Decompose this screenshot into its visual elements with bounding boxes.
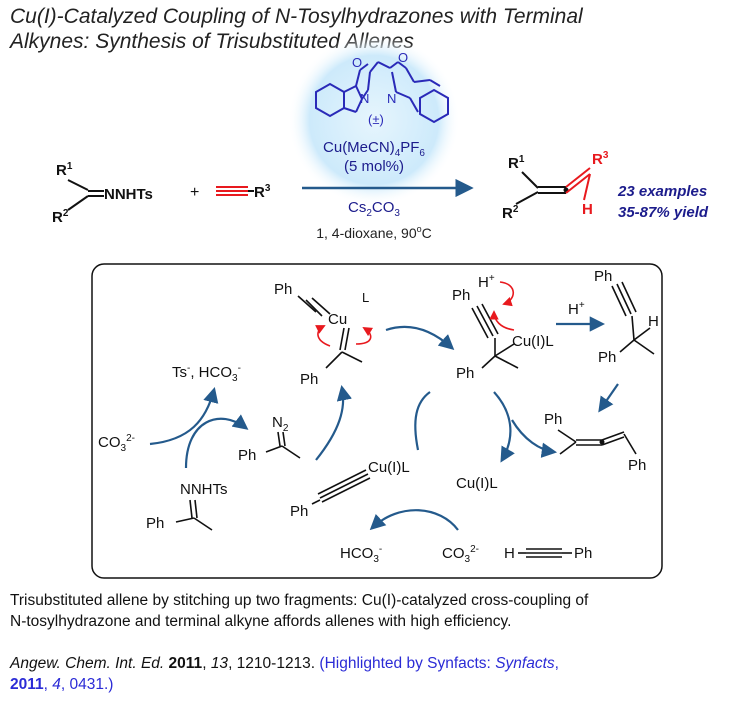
mech-hydrazone-ph: Ph — [146, 515, 164, 532]
svg-text:L: L — [362, 290, 369, 305]
svg-text:Ph: Ph — [274, 281, 292, 298]
citation-journal: Angew. Chem. Int. Ed. — [10, 655, 165, 672]
citation-year: 2011 — [168, 655, 203, 672]
arrow-cycle-right — [493, 391, 515, 463]
page-title: Cu(I)-Catalyzed Coupling of N-Tosylhydra… — [10, 4, 750, 54]
description-line-1: Trisubstituted allene by stitching up tw… — [10, 592, 589, 609]
mech-hydrazone-nnhts: NNHTs — [180, 481, 228, 498]
svg-text:H: H — [504, 545, 515, 562]
alkyne-product: Ph H Ph — [594, 268, 659, 366]
svg-text:N2: N2 — [272, 414, 289, 434]
title-line-1: Cu(I)-Catalyzed Coupling of N-Tosylhydra… — [10, 5, 583, 28]
svg-text:Cu(I)L: Cu(I)L — [368, 459, 410, 476]
terminal-alkyne: R3 — [216, 183, 271, 201]
citation-volume: 13 — [210, 655, 229, 672]
h-plus-label: H+ — [568, 300, 585, 318]
plus-sign: + — [190, 184, 199, 201]
svg-text:Ph: Ph — [628, 457, 646, 474]
arrow-diazo-up — [315, 384, 352, 461]
svg-text:Ph: Ph — [452, 287, 470, 304]
svg-text:Cu: Cu — [328, 311, 347, 328]
svg-text:Ph: Ph — [238, 447, 256, 464]
ligand-n-right: N — [387, 91, 396, 106]
svg-text:H: H — [648, 313, 659, 330]
ts-hco3-label: Ts-, HCO3- — [172, 363, 241, 384]
svg-text:Ph: Ph — [594, 268, 612, 285]
solvent-temp: 1, 4-dioxane, 90oC — [316, 224, 432, 241]
svg-text:R3: R3 — [592, 150, 609, 168]
catalyst-loading: (5 mol%) — [344, 158, 404, 175]
svg-text:R2: R2 — [52, 208, 69, 226]
phenylacetylene: H Ph — [504, 545, 592, 562]
arrow-co3-in — [149, 387, 219, 446]
ligand-n-left: N — [360, 91, 369, 106]
allene-product: R1 R2 R3 H — [502, 150, 609, 222]
reaction-scheme: O O N N (±) Cu(MeCN)4PF6 (5 mol%) Cs2CO3… — [52, 34, 709, 579]
cu-carbene-complex: Ph Cu L Ph — [274, 281, 374, 388]
ligand-o-right: O — [398, 50, 408, 65]
arrow-deprotonation — [369, 509, 459, 531]
svg-text:R1: R1 — [508, 154, 525, 172]
description-line-2: N-tosylhydrazone and terminal alkyne aff… — [10, 613, 512, 630]
diazo-compound: N2 Ph — [238, 414, 301, 464]
arrow-isomerization — [598, 383, 619, 413]
base-text: Cs2CO3 — [348, 199, 400, 219]
svg-text:Ph: Ph — [574, 545, 592, 562]
svg-text:R1: R1 — [56, 161, 73, 179]
svg-text:H+: H+ — [478, 273, 495, 291]
svg-text:Ph: Ph — [544, 411, 562, 428]
svg-text:Ph: Ph — [290, 503, 308, 520]
arrow-cycle-left — [414, 391, 431, 451]
arrow-insertion — [385, 325, 455, 351]
arrow-release — [511, 419, 558, 458]
citation: Angew. Chem. Int. Ed. 2011, 13, 1210-121… — [10, 655, 559, 693]
hydrazone-label: NNHTs — [104, 186, 153, 203]
yield-range: 35-87% yield — [618, 204, 709, 221]
cu-alkyl-intermediate: Ph H+ Cu(I)L Ph — [452, 273, 554, 382]
ligand-o-left: O — [352, 55, 362, 70]
mechanism: Ts-, HCO3- CO32- NNHTs Ph N2 Ph Ph — [98, 268, 659, 565]
co3-left-label: CO32- — [98, 433, 135, 454]
co3-bottom-label: CO32- — [442, 544, 479, 565]
svg-text:Ph: Ph — [598, 349, 616, 366]
mech-hydrazone: NNHTs Ph — [146, 481, 228, 532]
main-reaction: O O N N (±) Cu(MeCN)4PF6 (5 mol%) Cs2CO3… — [52, 34, 709, 241]
svg-text:Ph: Ph — [456, 365, 474, 382]
synfacts-highlight[interactable]: (Highlighted by Synfacts: Synfacts,2011,… — [10, 655, 559, 693]
svg-text:Cu(I)L: Cu(I)L — [512, 333, 554, 350]
title-line-2: Alkynes: Synthesis of Trisubstituted All… — [10, 30, 414, 53]
examples-count: 23 examples — [617, 183, 707, 200]
arrow-hydrazone-up — [184, 414, 249, 469]
mechanism-box — [91, 263, 663, 579]
citation-pages: , 1210-1213. — [228, 655, 320, 672]
cu-catalyst: Cu(I)L — [456, 475, 498, 492]
cu-acetylide: Cu(I)L Ph — [290, 459, 410, 520]
catalyst-halo — [288, 34, 460, 206]
allene-mech: Ph Ph — [544, 411, 646, 474]
hco3-label: HCO3- — [340, 544, 382, 565]
description: Trisubstituted allene by stitching up tw… — [10, 590, 750, 632]
svg-text:Ph: Ph — [300, 371, 318, 388]
svg-text:H: H — [582, 201, 593, 218]
hydrazone-substrate: R1 R2 NNHTs — [52, 161, 153, 226]
bisoxazoline-ligand — [315, 61, 449, 124]
svg-text:R2: R2 — [502, 204, 519, 222]
svg-text:R3: R3 — [254, 183, 271, 201]
ligand-racemic: (±) — [368, 112, 384, 127]
catalyst-text: Cu(MeCN)4PF6 — [323, 139, 425, 159]
